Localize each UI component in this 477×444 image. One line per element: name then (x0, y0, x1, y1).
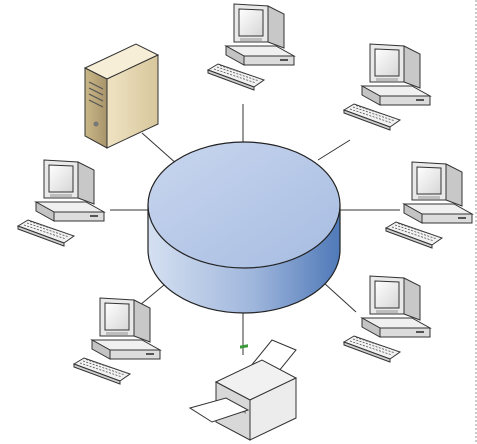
right-edge-divider (475, 0, 477, 444)
computer-workstation-icon (73, 297, 161, 385)
edge-hub-workstation-lower-right (323, 282, 357, 313)
connection-lines (110, 104, 400, 355)
computer-workstation-icon (385, 161, 473, 249)
database-cylinder-icon (147, 141, 341, 314)
computer-workstation-icon (207, 3, 295, 91)
edge-hub-workstation-lower-left (139, 284, 165, 306)
server-tower-icon (83, 43, 160, 149)
printer-icon (188, 339, 298, 441)
computer-workstation-icon (343, 43, 431, 131)
computer-workstation-icon (17, 159, 105, 247)
computer-workstation-icon (343, 275, 431, 363)
edge-hub-workstation-upper-right (317, 139, 351, 161)
edge-hub-server (141, 132, 179, 166)
